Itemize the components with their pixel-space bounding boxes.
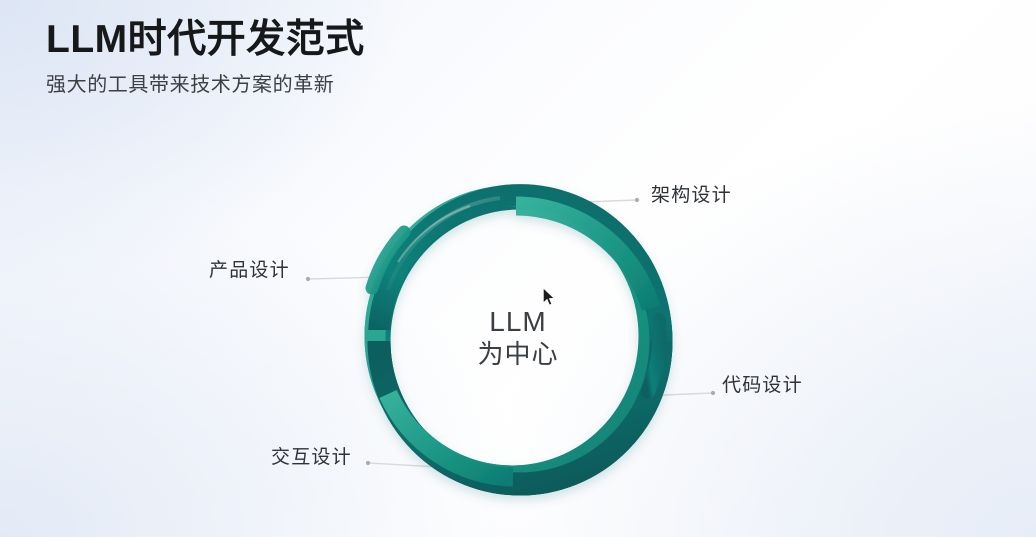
node-label-architecture: 架构设计 xyxy=(651,185,732,206)
node-label-interaction: 交互设计 xyxy=(271,447,352,468)
page-title: LLM时代开发范式 xyxy=(46,18,365,61)
page-subtitle: 强大的工具带来技术方案的革新 xyxy=(46,73,335,96)
node-label-product: 产品设计 xyxy=(209,260,290,281)
slide-header: LLM时代开发范式 强大的工具带来技术方案的革新 xyxy=(46,16,746,97)
node-label-code: 代码设计 xyxy=(722,375,803,396)
